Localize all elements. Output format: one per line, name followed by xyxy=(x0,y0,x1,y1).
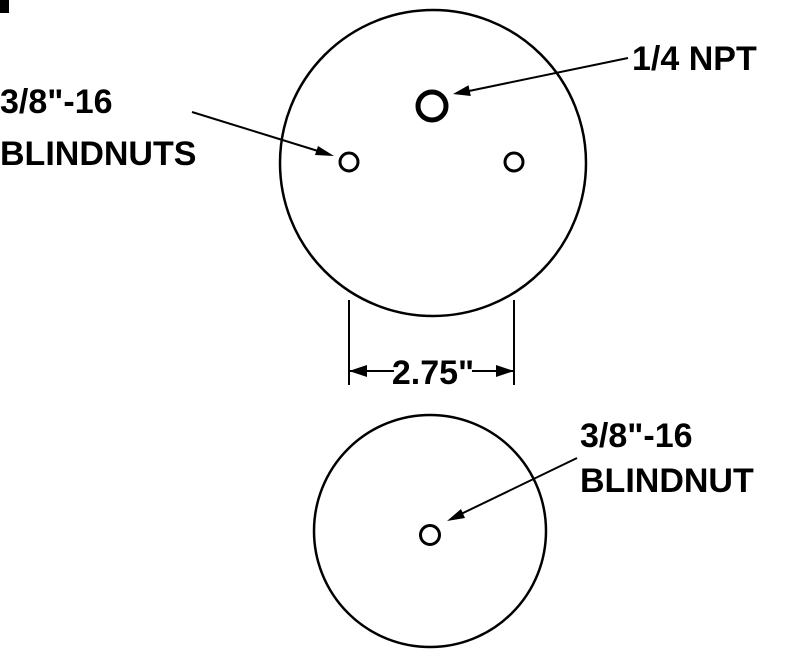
top-view: 1/4 NPT 3/8"-16 BLINDNUTS 2.75" xyxy=(0,8,757,392)
blindnut-hole-left xyxy=(338,151,360,173)
bottom-plate-circle xyxy=(312,413,548,649)
npt-leader-arrowhead-icon xyxy=(453,85,471,96)
npt-port-hole xyxy=(415,89,449,123)
dimension-arrowhead-right-icon xyxy=(496,365,514,377)
blindnut-leader-arrowhead-icon xyxy=(447,509,465,521)
blindnut-hole-center xyxy=(419,524,441,546)
blindnuts-leader-line xyxy=(191,111,319,152)
blindnuts-leader-arrowhead-icon xyxy=(315,146,334,156)
blindnut-label-line1: 3/8"-16 xyxy=(580,417,693,455)
blindnuts-label-line2: BLINDNUTS xyxy=(0,135,196,173)
blindnut-hole-right xyxy=(503,151,525,173)
dimension-label: 2.75" xyxy=(392,354,474,392)
blindnut-label-line2: BLINDNUT xyxy=(580,462,754,500)
blindnuts-label-line1: 3/8"-16 xyxy=(0,83,113,121)
dimension-arrowhead-left-icon xyxy=(349,365,367,377)
scan-artifact-mark xyxy=(0,0,9,13)
npt-label: 1/4 NPT xyxy=(632,40,757,78)
top-plate-circle xyxy=(278,8,588,318)
bottom-view: 3/8"-16 BLINDNUT xyxy=(312,413,754,649)
blindnut-leader-line xyxy=(460,457,578,515)
npt-leader-line xyxy=(468,57,629,92)
